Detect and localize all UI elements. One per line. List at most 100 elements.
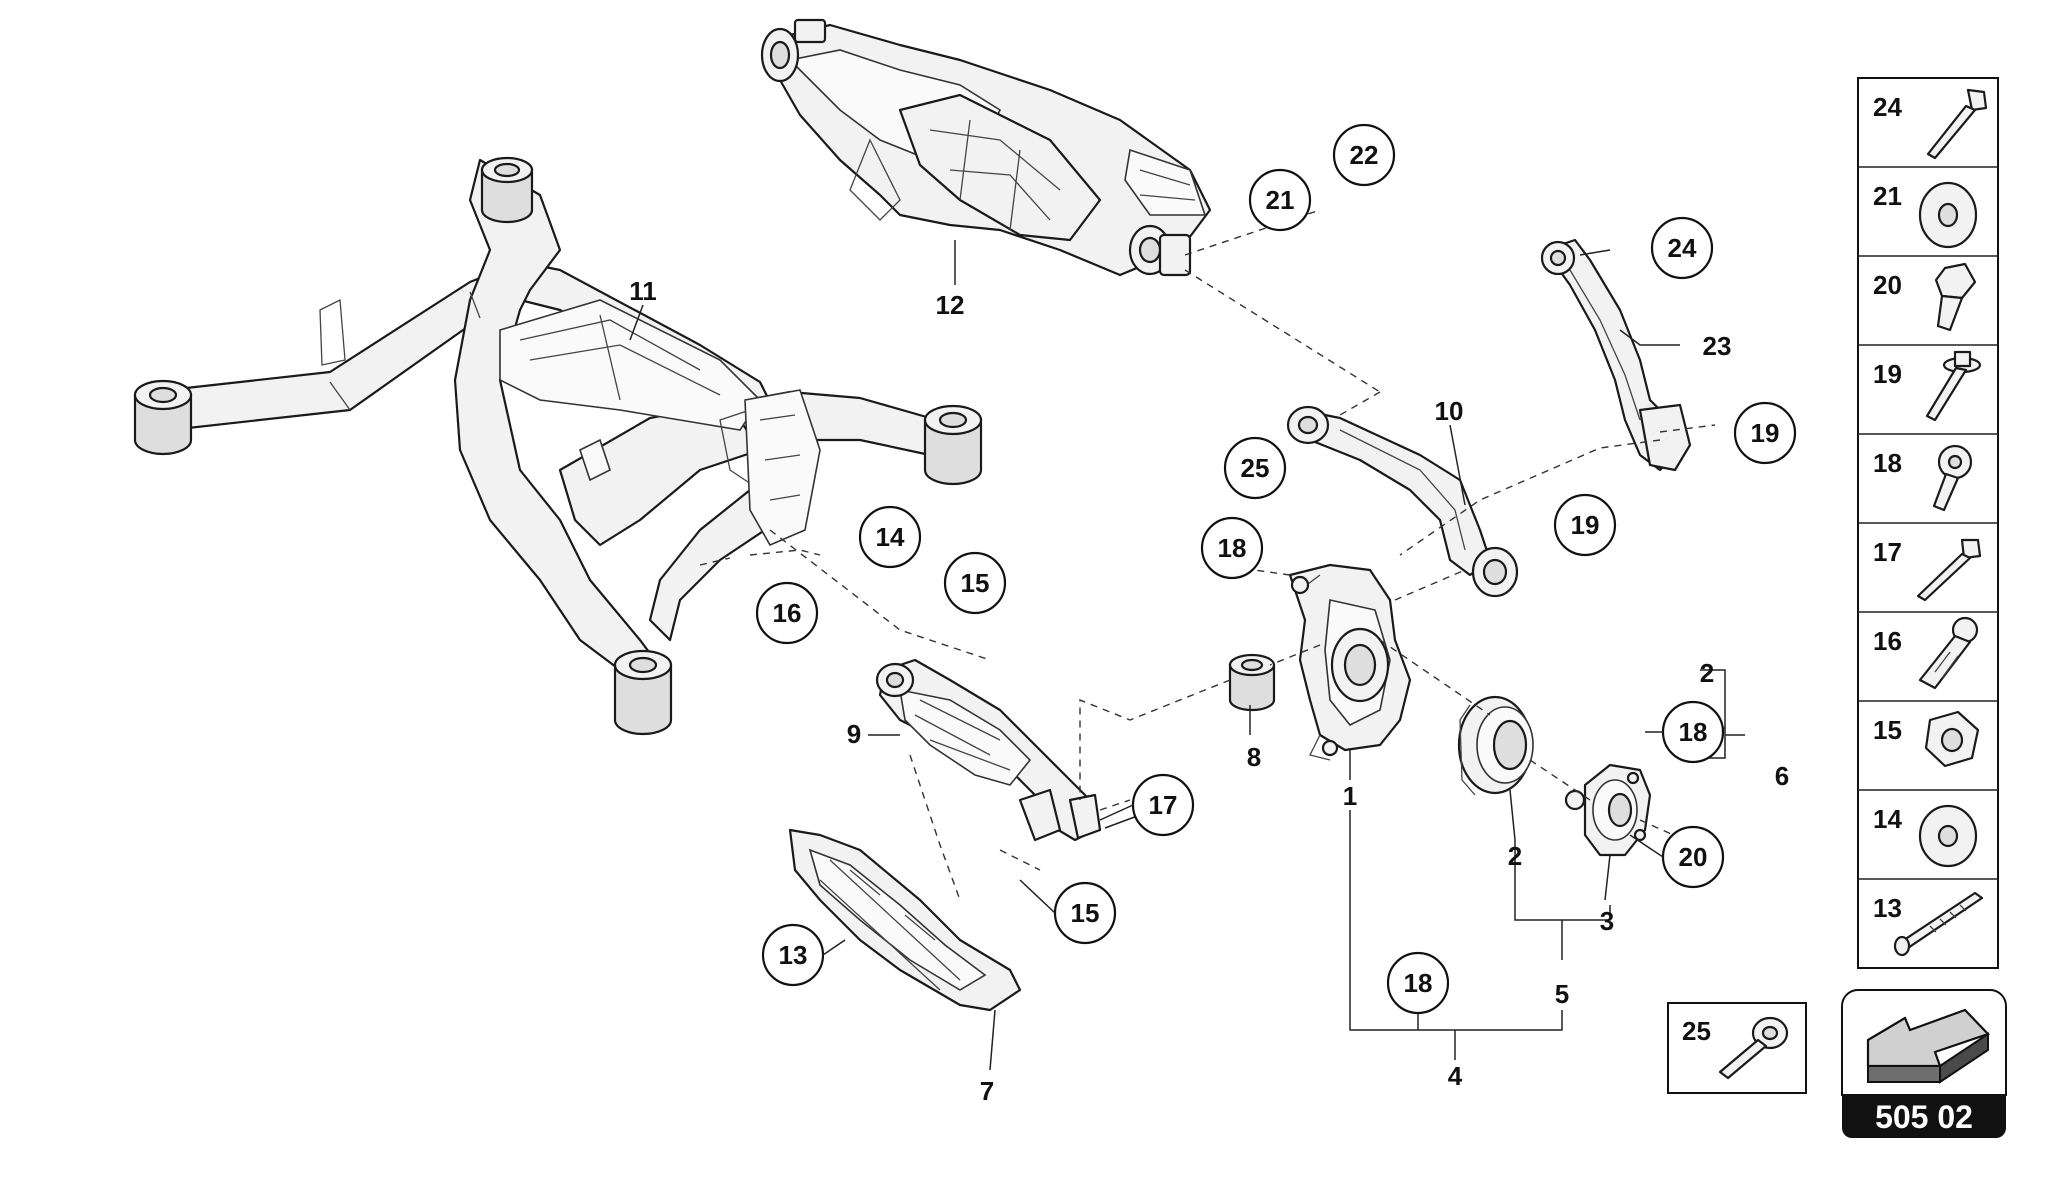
wheel-hub-part-3 (1564, 763, 1652, 857)
part-label-9: 9 (847, 719, 861, 749)
part-label-2-top: 2 (1700, 658, 1714, 688)
part-label-1: 1 (1343, 781, 1357, 811)
legend-item-14[interactable]: 14 (1873, 804, 1978, 868)
callout-18-hub[interactable]: 18 (1661, 700, 1725, 764)
callout-number: 15 (961, 568, 990, 598)
legend-item-19[interactable]: 19 (1873, 350, 1982, 422)
callout-number: 18 (1218, 533, 1247, 563)
legend-item-24[interactable]: 24 (1873, 88, 1988, 160)
underbody-panel-part-7 (788, 828, 1022, 1012)
legend-number: 24 (1873, 92, 1902, 122)
direction-arrow-icon (1866, 1008, 1990, 1084)
part-label-3: 3 (1600, 906, 1614, 936)
socket-bolt-icon (1932, 444, 1973, 512)
part-label-7: 7 (980, 1076, 994, 1106)
callout-number: 22 (1350, 140, 1379, 170)
part-label-5: 5 (1555, 979, 1569, 1009)
subframe-bushing (923, 404, 983, 486)
subframe-part-11 (133, 156, 983, 736)
callout-number: 15 (1071, 898, 1100, 928)
flange-bolt-icon (1718, 1016, 1789, 1080)
legend-item-17[interactable]: 17 (1873, 537, 1982, 602)
part-label-12: 12 (936, 290, 965, 320)
legend-number: 17 (1873, 537, 1902, 567)
part-label-6: 6 (1775, 761, 1789, 791)
callout-21[interactable]: 21 (1248, 168, 1312, 232)
callout-19-lower[interactable]: 19 (1553, 493, 1617, 557)
legend-item-15[interactable]: 15 (1873, 710, 1980, 768)
legend-number: 25 (1682, 1016, 1711, 1046)
callout-13[interactable]: 13 (761, 923, 825, 987)
legend-item-25[interactable]: 25 (1667, 1002, 1807, 1094)
legend-item-18[interactable]: 18 (1873, 444, 1973, 512)
callout-16[interactable]: 16 (755, 581, 819, 645)
long-bolt-icon (1916, 538, 1982, 602)
legend-number: 14 (1873, 804, 1902, 834)
callout-14[interactable]: 14 (858, 505, 922, 569)
wheel-carrier-part-1 (1288, 563, 1412, 761)
subframe-bushing (613, 649, 673, 736)
callout-22[interactable]: 22 (1332, 123, 1396, 187)
callout-number: 18 (1679, 717, 1708, 747)
subframe-bushing (133, 379, 193, 456)
callout-number: 25 (1241, 453, 1270, 483)
callout-25[interactable]: 25 (1223, 436, 1287, 500)
flange-bolt-icon (1925, 350, 1982, 422)
legend-number: 21 (1873, 181, 1902, 211)
bushing-part-8 (1228, 653, 1276, 712)
callout-18-carrier[interactable]: 18 (1200, 516, 1264, 580)
part-label-11: 11 (629, 276, 657, 306)
leader-lines (629, 240, 1745, 1071)
legend-item-21[interactable]: 21 (1873, 181, 1978, 249)
callout-number: 13 (779, 940, 808, 970)
part-label-2-bearing: 2 (1508, 841, 1522, 871)
legend-item-13[interactable]: 13 (1873, 891, 1984, 957)
legend-number: 19 (1873, 359, 1902, 389)
legend-number: 20 (1873, 270, 1902, 300)
reference-badge: 505 02 (1841, 989, 2007, 1138)
assembly-guide-lines (699, 209, 1716, 901)
callout-24[interactable]: 24 (1650, 216, 1714, 280)
callout-number: 20 (1679, 842, 1708, 872)
legend-number: 13 (1873, 893, 1902, 923)
callout-number: 19 (1571, 510, 1600, 540)
legend-number: 18 (1873, 448, 1902, 478)
callout-number: 16 (773, 598, 802, 628)
hex-bolt-icon (1934, 262, 1977, 332)
callout-15-upper[interactable]: 15 (943, 551, 1007, 615)
washer-icon (1918, 804, 1978, 868)
long-flange-bolt-icon (1926, 88, 1988, 160)
reference-code: 505 02 (1875, 1099, 1973, 1135)
callout-number: 19 (1751, 418, 1780, 448)
callout-number: 18 (1404, 968, 1433, 998)
legend-number: 16 (1873, 626, 1902, 656)
washer-icon (1918, 181, 1978, 249)
legend-number: 15 (1873, 715, 1902, 745)
callout-number: 17 (1149, 790, 1178, 820)
part-label-4: 4 (1448, 1061, 1463, 1091)
callout-20[interactable]: 20 (1661, 825, 1725, 889)
legend-item-20[interactable]: 20 (1873, 262, 1977, 332)
hex-nut-icon (1924, 710, 1980, 768)
callout-15-lower[interactable]: 15 (1053, 881, 1117, 945)
part-label-10: 10 (1435, 396, 1464, 426)
callout-17[interactable]: 17 (1131, 773, 1195, 837)
subframe-bushing (480, 156, 534, 224)
part-label-8: 8 (1247, 742, 1261, 772)
callout-19-upper[interactable]: 19 (1733, 401, 1797, 465)
upper-control-arm-part-10 (1286, 405, 1519, 598)
callout-number: 14 (876, 522, 905, 552)
part-label-23: 23 (1703, 331, 1732, 361)
callout-number: 21 (1266, 185, 1295, 215)
threaded-stud-icon (1893, 891, 1984, 957)
fastener-legend: 24 21 20 19 (1857, 77, 1999, 969)
wheel-bearing-part-2 (1457, 695, 1534, 796)
callout-number: 24 (1668, 233, 1697, 263)
expansion-bolt-icon (1918, 616, 1979, 690)
lower-control-arm-part-9 (875, 658, 1102, 842)
callout-18-assembly[interactable]: 18 (1386, 951, 1450, 1015)
legend-item-16[interactable]: 16 (1873, 616, 1979, 690)
transmission-part-12 (760, 18, 1212, 277)
